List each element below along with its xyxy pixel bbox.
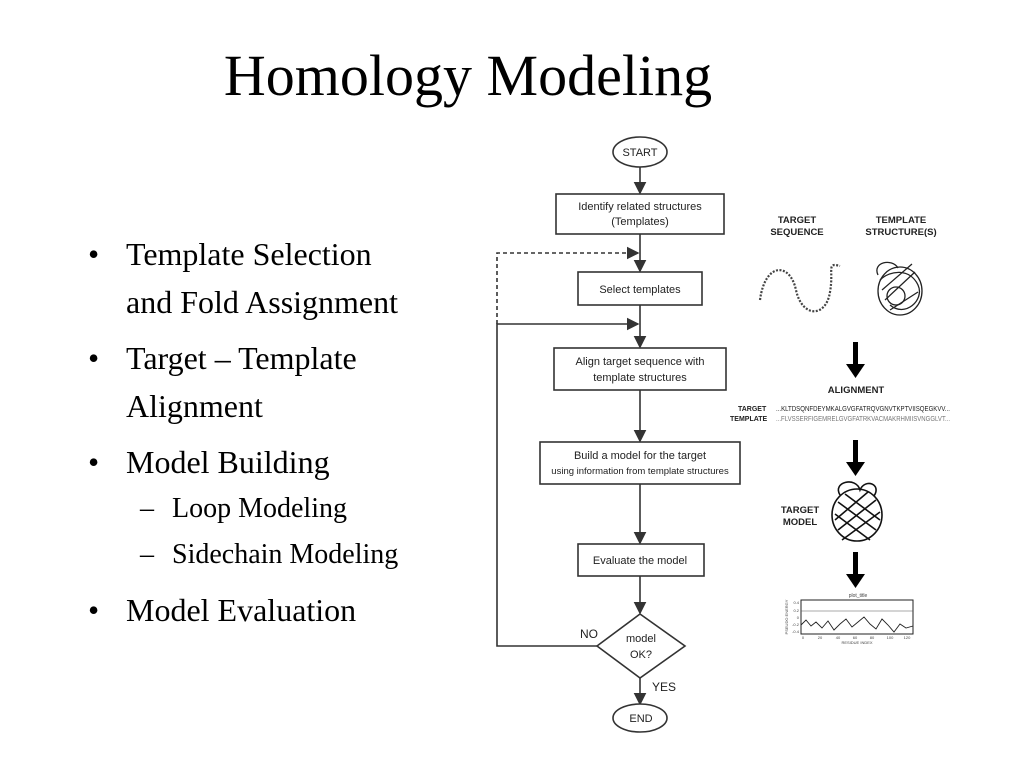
- bullet-text: Target – Template Alignment: [126, 334, 488, 430]
- start-label: START: [622, 147, 657, 159]
- plot-xtick: 120: [904, 635, 911, 640]
- plot-ytick: -0.2: [792, 622, 800, 627]
- plot-ytick: 0: [797, 615, 800, 620]
- step-build-model: [539, 441, 741, 485]
- alignment-template-label: TEMPLATE: [730, 416, 768, 423]
- target-sequence-squiggle: [758, 263, 841, 313]
- template-structure-label: STRUCTURE(S): [865, 227, 936, 238]
- plot-xtick: 40: [836, 635, 841, 640]
- plot-xtick: 60: [853, 635, 858, 640]
- step-label: Build a model for the target: [574, 450, 706, 462]
- no-loop-arrow: [496, 317, 640, 647]
- bullet-model-building: • Model Building: [88, 438, 488, 486]
- step-label: Align target sequence with: [575, 356, 704, 368]
- bullet-template-selection: • Template Selection and Fold Assignment: [88, 230, 488, 326]
- decision-label: OK?: [630, 649, 652, 661]
- plot-xtick: 100: [887, 635, 894, 640]
- bullet-line: Alignment: [126, 388, 263, 424]
- bullet-text: Template Selection and Fold Assignment: [126, 230, 488, 326]
- plot-energy-line: [800, 616, 914, 633]
- plot-xtick: 20: [818, 635, 823, 640]
- template-structure-ribbon: [876, 261, 923, 316]
- step-identify-structures: [555, 193, 725, 235]
- end-label: END: [629, 713, 652, 725]
- step-align-sequence: [553, 347, 727, 391]
- flowchart-labels: START Identify related structures (Templ…: [551, 147, 729, 725]
- no-label: NO: [580, 627, 598, 641]
- alignment-template-sequence: ...FLVSSERFIGEMRELGVGFATRKVACMAKRHMIISVN…: [776, 416, 950, 423]
- sub-bullet-text: Sidechain Modeling: [172, 539, 399, 570]
- sub-bullet-text: Loop Modeling: [172, 493, 347, 524]
- alignment-label: ALIGNMENT: [828, 385, 885, 396]
- sub-bullet-loop-modeling: – Loop Modeling: [88, 486, 488, 532]
- homology-modeling-figure: START Identify related structures (Templ…: [496, 136, 950, 733]
- bullet-glyph: •: [88, 236, 100, 272]
- target-sequence-label: TARGET: [778, 215, 817, 226]
- illustration: TARGET SEQUENCE TEMPLATE STRUCTURE(S) AL…: [730, 215, 950, 645]
- end-terminal: [612, 703, 668, 733]
- decision-label: model: [626, 633, 656, 645]
- bullet-line: Target – Template: [126, 340, 357, 376]
- dash-glyph: –: [140, 493, 154, 524]
- flowchart: [496, 136, 741, 733]
- plot-ytick: 0.2: [793, 608, 799, 613]
- bullet-text: Model Evaluation: [126, 592, 357, 628]
- bullet-glyph: •: [88, 592, 100, 628]
- target-sequence-label: SEQUENCE: [770, 227, 823, 238]
- step-evaluate-model: [577, 543, 705, 577]
- bullet-model-evaluation: • Model Evaluation: [88, 586, 488, 634]
- bullet-line: and Fold Assignment: [126, 284, 399, 320]
- target-model-ribbon: [831, 481, 883, 542]
- slide-title: Homology Modeling: [223, 43, 713, 108]
- bullet-glyph: •: [88, 340, 100, 376]
- step-label: using information from template structur…: [551, 466, 729, 477]
- evaluation-plot: plot_title PSEUDO ENERGY 0.4 0.2 0 -0.2 …: [784, 593, 914, 645]
- plot-ytick: -0.4: [792, 629, 800, 634]
- plot-ytick: 0.4: [793, 600, 799, 605]
- dashed-feedback-arrow: [496, 246, 640, 324]
- step-label: (Templates): [611, 216, 668, 228]
- plot-xtick: 80: [870, 635, 875, 640]
- down-arrows: [846, 342, 865, 588]
- step-label: Select templates: [599, 284, 681, 296]
- template-structure-label: TEMPLATE: [876, 215, 927, 226]
- plot-xtick: 0: [802, 635, 805, 640]
- alignment-target-sequence: ...KLTDSQNFDEYMKALGVGFATRQVGNVTKPTVIISQE…: [776, 406, 950, 413]
- bullet-target-template-alignment: • Target – Template Alignment: [88, 334, 488, 430]
- step-label: Identify related structures: [578, 201, 702, 213]
- target-model-label: TARGET: [781, 505, 820, 516]
- decision-model-ok: [595, 613, 687, 679]
- step-label: template structures: [593, 372, 687, 384]
- dash-glyph: –: [140, 539, 154, 570]
- bullet-line: Template Selection: [126, 236, 372, 272]
- sub-bullet-sidechain-modeling: – Sidechain Modeling: [88, 532, 488, 578]
- plot-ylabel: PSEUDO ENERGY: [784, 599, 789, 634]
- bullet-list: • Template Selection and Fold Assignment…: [88, 230, 488, 642]
- plot-caption: plot_title: [849, 593, 868, 599]
- target-model-label: MODEL: [783, 517, 818, 528]
- yes-label: YES: [652, 680, 676, 694]
- bullet-text: Model Building: [126, 444, 330, 480]
- plot-xlabel: RESIDUE INDEX: [841, 640, 872, 645]
- step-label: Evaluate the model: [593, 555, 687, 567]
- alignment-target-label: TARGET: [738, 406, 767, 413]
- bullet-glyph: •: [88, 444, 100, 480]
